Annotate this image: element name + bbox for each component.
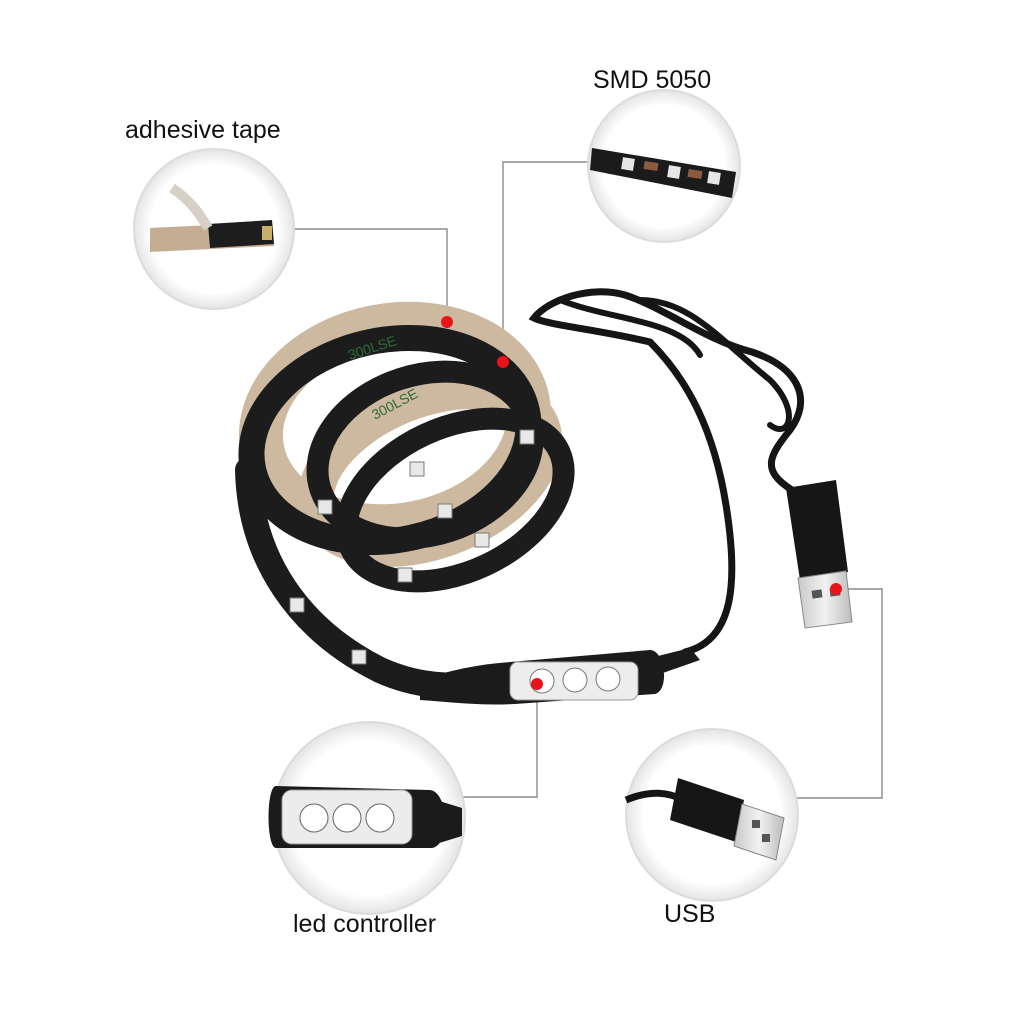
marker-dot-icon <box>531 678 543 690</box>
marker-dot-icon <box>497 356 509 368</box>
usb-bubble <box>624 728 799 902</box>
controller-callout-line <box>457 684 538 798</box>
led-chip-icon <box>351 649 367 665</box>
smd-bubble <box>587 89 741 243</box>
led-chip-icon <box>519 429 535 445</box>
inline-controller <box>420 648 700 705</box>
led-chip-icon <box>409 461 425 477</box>
led-chip-icon <box>317 499 333 515</box>
marker-dot-icon <box>830 583 842 595</box>
led-controller-label: led controller <box>293 910 437 938</box>
adhesive-tape-bubble <box>133 148 295 310</box>
marker-dots <box>441 316 842 690</box>
adhesive-callout-line <box>292 228 448 320</box>
led-chip-icon <box>437 503 453 519</box>
led-controller-bubble <box>268 721 466 915</box>
led-chip-icon <box>289 597 305 613</box>
adhesive-tape-label: adhesive tape <box>125 116 281 144</box>
callout-lines <box>292 161 883 799</box>
usb-cable <box>528 288 805 656</box>
led-strip <box>235 301 575 699</box>
led-chip-icon <box>397 567 413 583</box>
smd-callout-line <box>502 161 592 360</box>
led-chips <box>289 429 535 665</box>
usb-callout-line <box>792 588 883 799</box>
smd-label: SMD 5050 <box>593 66 712 94</box>
led-chip-icon <box>474 532 490 548</box>
marker-dot-icon <box>441 316 453 328</box>
usb-plug <box>786 480 853 629</box>
usb-label: USB <box>664 900 716 928</box>
